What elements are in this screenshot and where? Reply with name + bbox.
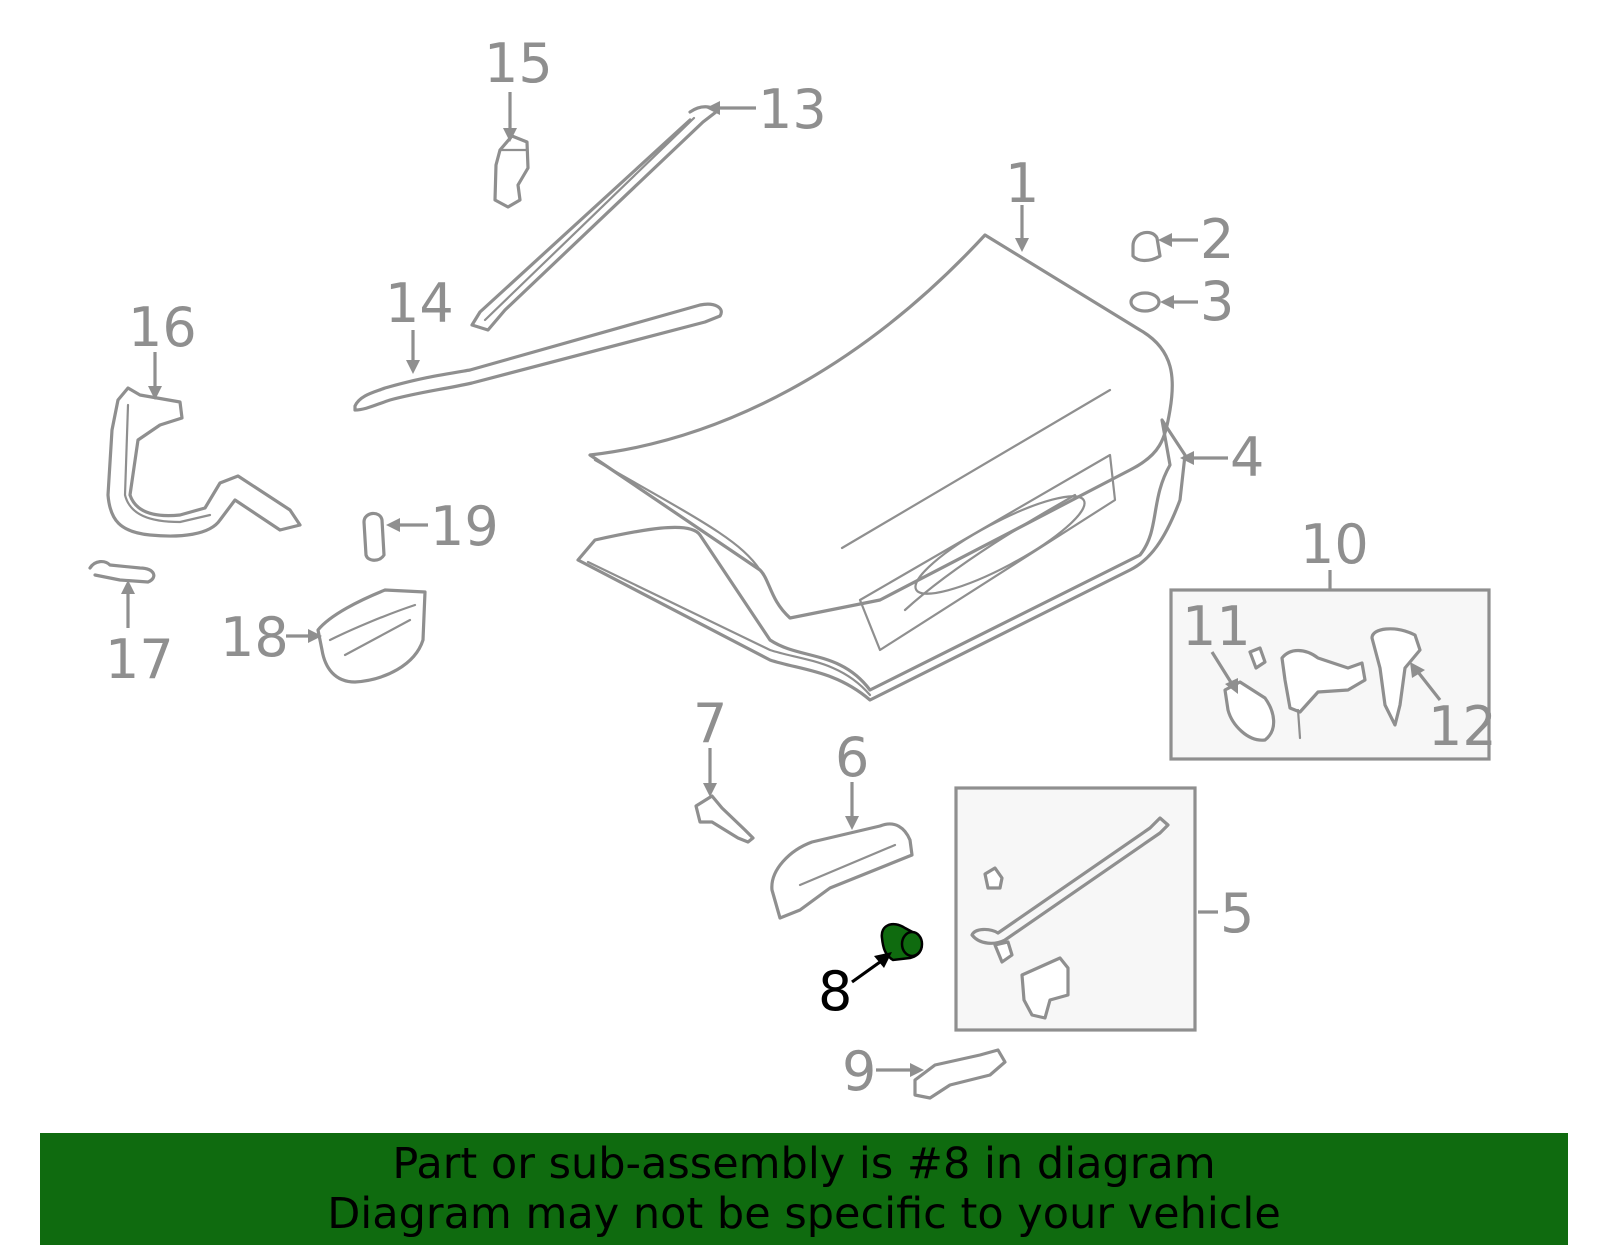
part-3-plug	[1129, 291, 1161, 313]
part-15-bumper-stop	[493, 134, 530, 209]
callout-10: 10	[1300, 513, 1369, 576]
callout-15: 15	[484, 32, 553, 95]
callout-13: 13	[758, 78, 827, 141]
callout-leaders	[121, 92, 1442, 1077]
callout-2: 2	[1200, 208, 1234, 271]
callout-12: 12	[1428, 695, 1497, 758]
callout-17: 17	[105, 628, 174, 691]
part-9-striker	[913, 1048, 1007, 1100]
part-11-seal	[1223, 680, 1276, 742]
lock-cylinder	[1280, 648, 1367, 714]
callout-7: 7	[693, 692, 727, 755]
callout-19: 19	[430, 495, 499, 558]
part-5-box	[954, 786, 1197, 1032]
part-17-cable	[88, 560, 156, 584]
callout-14: 14	[385, 272, 454, 335]
part-1-trunk-lid	[588, 233, 1174, 652]
part-12-key	[1370, 627, 1422, 727]
callout-9: 9	[842, 1040, 876, 1103]
part-8-cap	[900, 930, 924, 958]
callout-labels: 15 13 1 2 3 4 14 16 19 17 18 10 11 12 7 …	[105, 32, 1497, 1103]
callout-8-highlighted: 8	[818, 960, 852, 1023]
callout-3: 3	[1200, 270, 1234, 333]
banner-line-disclaimer: Diagram may not be specific to your vehi…	[327, 1189, 1281, 1239]
callout-5: 5	[1220, 882, 1254, 945]
part-8-grommet	[880, 922, 924, 962]
part-14-torsion-bar	[353, 302, 723, 412]
part-19-clip	[362, 511, 386, 562]
part-2-bumper	[1131, 230, 1162, 263]
callout-18: 18	[220, 606, 289, 669]
callout-11: 11	[1182, 595, 1251, 658]
banner-line-part-info: Part or sub-assembly is #8 in diagram	[392, 1139, 1216, 1189]
callout-16: 16	[128, 296, 197, 359]
part-4-weatherstrip	[576, 418, 1187, 702]
callout-1: 1	[1005, 152, 1039, 215]
part-18-tray	[316, 588, 427, 684]
part-16-hinge	[106, 386, 302, 538]
part-6-latch-cover	[770, 822, 914, 920]
callout-4: 4	[1230, 426, 1264, 489]
part-10-box	[1169, 588, 1491, 761]
part-7-bolt	[694, 794, 755, 844]
info-banner: Part or sub-assembly is #8 in diagram Di…	[40, 1133, 1568, 1245]
callout-6: 6	[835, 726, 869, 789]
